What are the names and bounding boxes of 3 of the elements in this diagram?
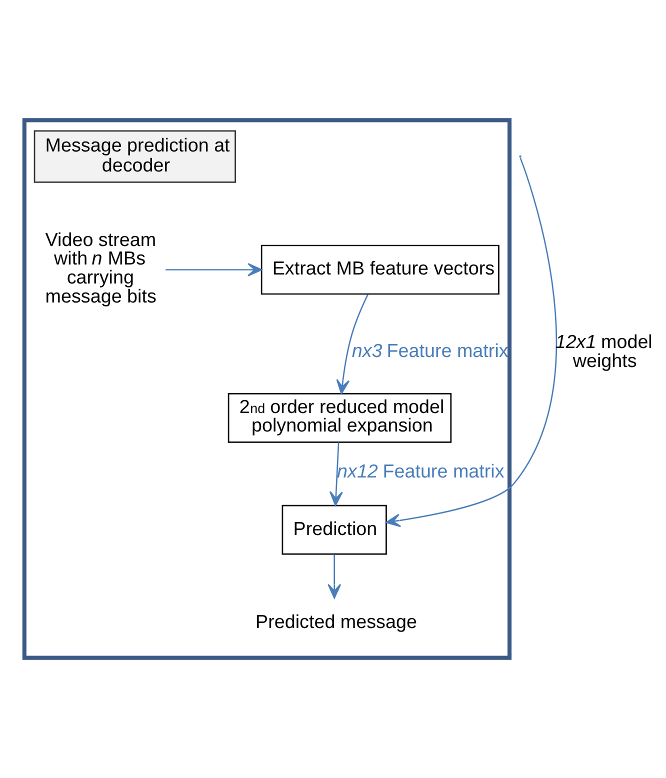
node-text: Video stream with n MBs carrying message bits bbox=[45, 228, 156, 306]
node-text: Predicted message bbox=[256, 610, 417, 632]
edge-label: nx12 Feature matrix bbox=[337, 460, 504, 482]
